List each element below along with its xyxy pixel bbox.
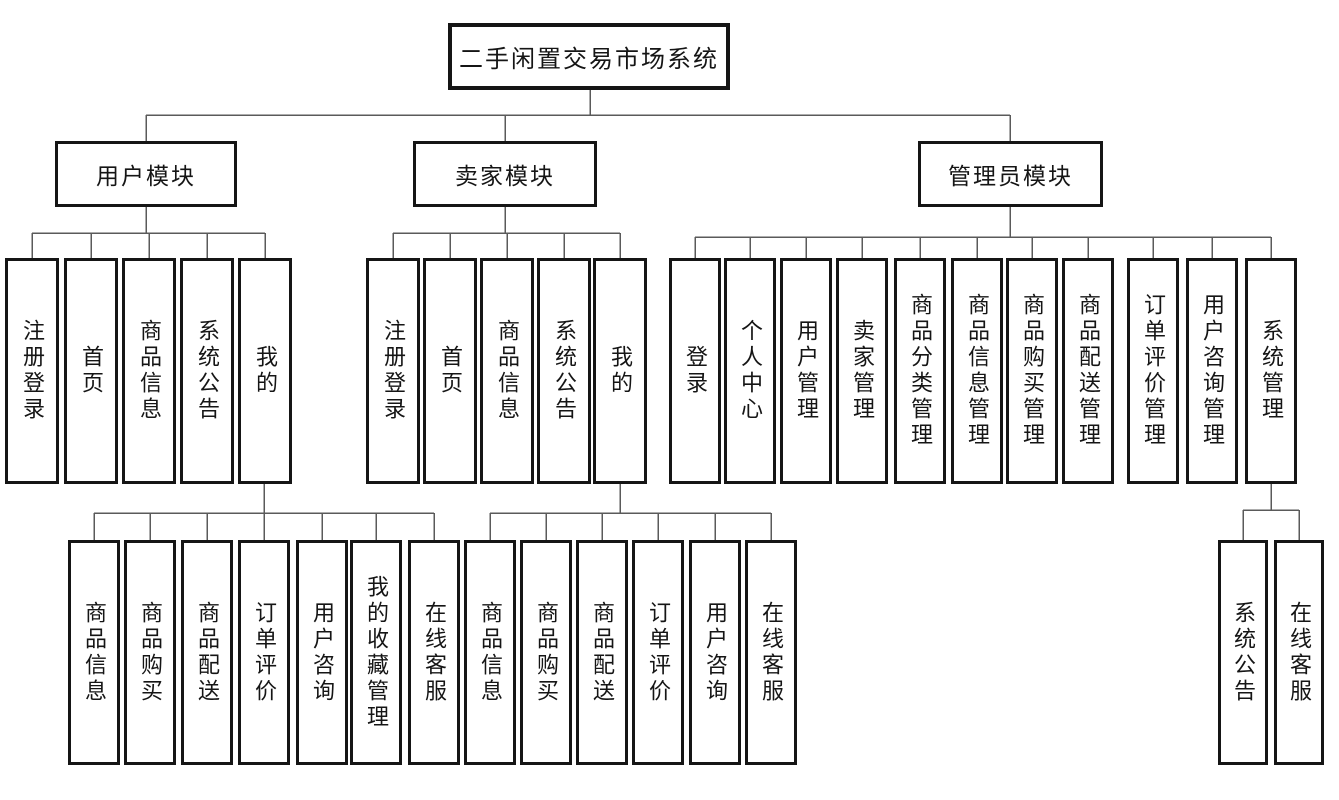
- node-admin-user-mgmt: 用户管理: [780, 258, 832, 484]
- node-admin-system-notice: 系统公告: [1218, 540, 1268, 765]
- node-admin-product-delivery-mgmt: 商品配送管理: [1062, 258, 1114, 484]
- node-admin-system-mgmt: 系统管理: [1245, 258, 1297, 484]
- edge-admin-system-to-sub: [1242, 484, 1300, 540]
- node-user-my-user-inquiry: 用户咨询: [296, 540, 348, 765]
- edge-user-my-to-sub: [93, 484, 435, 540]
- node-user-module: 用户模块: [55, 141, 237, 207]
- edge-root-to-modules: [145, 90, 1011, 141]
- edge-seller-my-to-sub: [489, 484, 772, 540]
- edge-seller-to-children: [392, 207, 621, 258]
- node-user-home: 首页: [64, 258, 118, 484]
- node-admin-user-inquiry-mgmt: 用户咨询管理: [1186, 258, 1238, 484]
- node-seller-my-product-delivery: 商品配送: [576, 540, 628, 765]
- node-admin-product-category-mgmt: 商品分类管理: [894, 258, 946, 484]
- node-seller-system-notice: 系统公告: [537, 258, 591, 484]
- node-admin-product-purchase-mgmt: 商品购买管理: [1006, 258, 1058, 484]
- node-seller-my-product-purchase: 商品购买: [520, 540, 572, 765]
- node-admin-seller-mgmt: 卖家管理: [836, 258, 888, 484]
- node-user-my: 我的: [238, 258, 292, 484]
- node-seller-register-login: 注册登录: [366, 258, 420, 484]
- node-user-my-favorites-mgmt: 我的收藏管理: [350, 540, 402, 765]
- node-admin-order-review-mgmt: 订单评价管理: [1127, 258, 1179, 484]
- node-user-my-online-service: 在线客服: [408, 540, 460, 765]
- edge-admin-to-children: [694, 207, 1272, 258]
- edge-user-to-children: [31, 207, 266, 258]
- node-user-my-order-review: 订单评价: [238, 540, 290, 765]
- node-seller-my-order-review: 订单评价: [632, 540, 684, 765]
- node-admin-online-service: 在线客服: [1274, 540, 1324, 765]
- node-seller-home: 首页: [423, 258, 477, 484]
- node-user-my-product-info: 商品信息: [68, 540, 120, 765]
- node-admin-personal-center: 个人中心: [724, 258, 776, 484]
- node-user-register-login: 注册登录: [5, 258, 59, 484]
- node-admin-login: 登录: [669, 258, 721, 484]
- node-root: 二手闲置交易市场系统: [448, 23, 730, 90]
- node-seller-my-online-service: 在线客服: [745, 540, 797, 765]
- node-user-my-product-purchase: 商品购买: [124, 540, 176, 765]
- node-seller-my: 我的: [593, 258, 647, 484]
- node-seller-my-user-inquiry: 用户咨询: [689, 540, 741, 765]
- node-user-product-info: 商品信息: [122, 258, 176, 484]
- node-seller-module: 卖家模块: [413, 141, 597, 207]
- node-user-my-product-delivery: 商品配送: [181, 540, 233, 765]
- node-seller-product-info: 商品信息: [480, 258, 534, 484]
- node-seller-my-product-info: 商品信息: [464, 540, 516, 765]
- node-admin-product-info-mgmt: 商品信息管理: [951, 258, 1003, 484]
- node-user-system-notice: 系统公告: [180, 258, 234, 484]
- node-admin-module: 管理员模块: [918, 141, 1103, 207]
